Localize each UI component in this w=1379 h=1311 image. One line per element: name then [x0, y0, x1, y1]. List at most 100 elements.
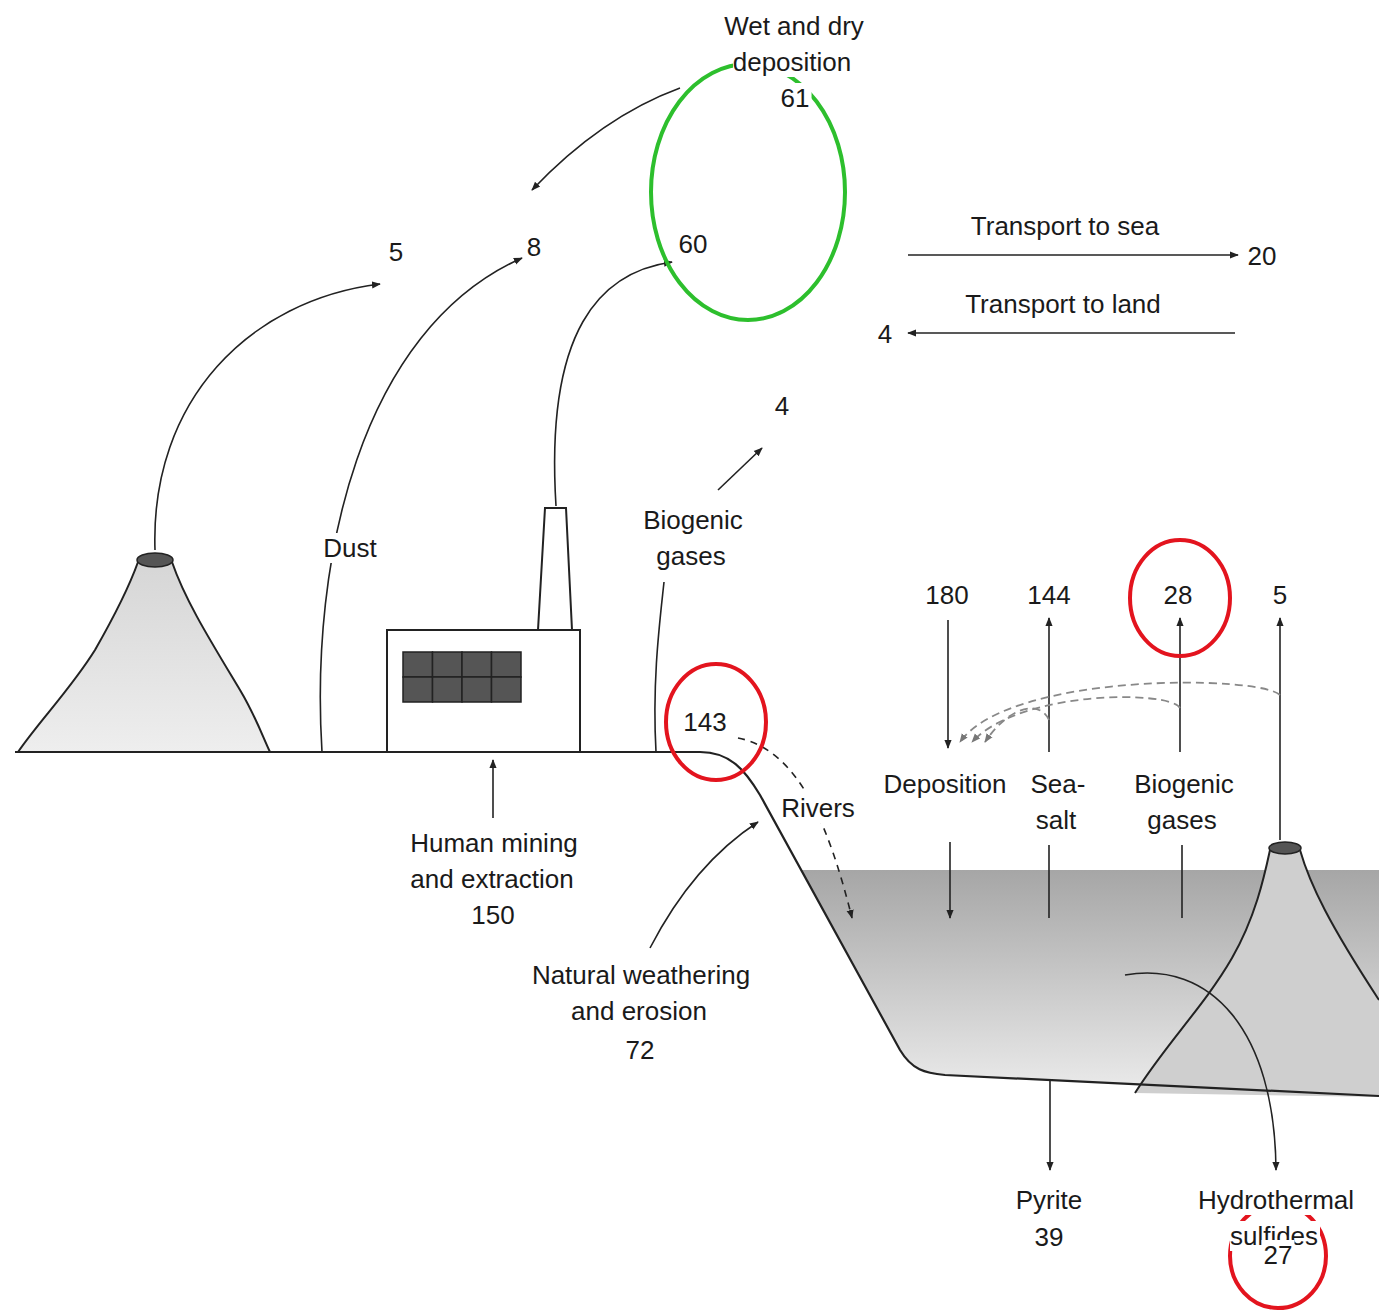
- factory-windows: [403, 652, 521, 702]
- window: [433, 652, 463, 677]
- window: [403, 652, 433, 677]
- window: [492, 652, 522, 677]
- label-text: 5: [1271, 580, 1289, 610]
- flux-label: 28: [1162, 577, 1195, 613]
- window: [492, 677, 522, 702]
- land-volcano: [18, 562, 270, 752]
- dust-arrow: [320, 258, 522, 752]
- window: [433, 677, 463, 702]
- highlight-circle: [1130, 540, 1230, 656]
- window: [403, 677, 433, 702]
- flux-label: Human mining and extraction: [393, 825, 593, 897]
- label-text: 39: [1033, 1222, 1066, 1252]
- ocean-deposition-arrow: [947, 620, 949, 748]
- ground-coast-seafloor: [15, 752, 1379, 1096]
- flux-label: Transport to sea: [969, 208, 1161, 244]
- label-text: Deposition: [882, 769, 1009, 799]
- biogenic-gas-line: [655, 582, 664, 752]
- ocean-biogenic-arrow: [1179, 618, 1181, 752]
- flux-label: 5: [1271, 577, 1289, 613]
- flux-label: 180: [923, 577, 970, 613]
- flux-label: 39: [1033, 1219, 1066, 1255]
- transport-to-sea-arrow: [908, 254, 1238, 256]
- flux-label: 60: [677, 226, 710, 262]
- mining-arrow: [492, 760, 494, 818]
- ocean-biogenic-line: [1181, 845, 1183, 918]
- recycle-arrow: [972, 697, 1180, 742]
- label-text: Transport to sea: [969, 211, 1161, 241]
- flux-label: 4: [876, 316, 894, 352]
- label-text: Wet and dry deposition: [722, 11, 864, 77]
- flux-label: 8: [525, 229, 543, 265]
- label-text: Transport to land: [963, 289, 1163, 319]
- transport-to-land-arrow: [908, 332, 1235, 334]
- flux-label: Rivers: [779, 790, 857, 826]
- volcano-crater: [137, 553, 173, 567]
- label-text: 150: [469, 900, 516, 930]
- flux-label: Biogenic gases: [1118, 766, 1248, 838]
- biogenic-gas-arrow: [718, 448, 762, 490]
- recycle-arrow: [960, 683, 1280, 742]
- label-text: 27: [1262, 1240, 1295, 1270]
- recycle-arrow: [985, 708, 1049, 742]
- label-text: Pyrite: [1014, 1185, 1084, 1215]
- label-text: 4: [773, 391, 791, 421]
- label-text: Biogenic gases: [641, 505, 743, 571]
- pyrite-burial-arrow: [1049, 1080, 1051, 1170]
- label-text: 60: [677, 229, 710, 259]
- volcano-crater: [1269, 842, 1301, 854]
- flux-label: Deposition: [882, 766, 1009, 802]
- flux-label: Sea- salt: [1022, 766, 1092, 838]
- window: [462, 677, 492, 702]
- label-text: Human mining and extraction: [408, 828, 578, 894]
- label-text: 4: [876, 319, 894, 349]
- flux-label: 27: [1262, 1237, 1295, 1273]
- label-text: 8: [525, 232, 543, 262]
- label-text: Rivers: [779, 793, 857, 823]
- label-text: 144: [1025, 580, 1072, 610]
- weathering-arrow: [650, 822, 758, 948]
- ocean-volcanic-arrow: [1279, 618, 1281, 840]
- label-text: 61: [779, 83, 812, 113]
- industrial-emission-arrow: [555, 262, 672, 506]
- flux-label: 4: [773, 388, 791, 424]
- ocean-deposition-arrow: [949, 842, 951, 918]
- highlight-circle: [666, 664, 766, 780]
- flux-label: 150: [469, 897, 516, 933]
- label-text: 20: [1246, 241, 1279, 271]
- highlight-circle: [1230, 1204, 1326, 1308]
- flux-label: Transport to land: [963, 286, 1163, 322]
- label-text: Dust: [321, 533, 378, 563]
- flux-label: Natural weathering and erosion: [520, 957, 760, 1029]
- window: [462, 652, 492, 677]
- river-flux-arrow: [738, 738, 852, 918]
- flux-label: 61: [779, 80, 812, 116]
- flux-label: Biogenic gases: [627, 502, 757, 574]
- flux-label: 143: [681, 704, 728, 740]
- flux-label: Dust: [321, 530, 378, 566]
- factory-chimney: [538, 508, 572, 630]
- flux-label: 72: [624, 1032, 657, 1068]
- label-text: Natural weathering and erosion: [530, 960, 750, 1026]
- flux-label: 5: [387, 234, 405, 270]
- flux-arrows: [155, 88, 1280, 1170]
- flux-label: Pyrite: [1014, 1182, 1084, 1218]
- label-text: Sea- salt: [1029, 769, 1086, 835]
- sea-salt-line: [1048, 845, 1050, 918]
- flux-label: 20: [1246, 238, 1279, 274]
- highlight-ellipse: [651, 64, 845, 320]
- label-text: 143: [681, 707, 728, 737]
- hydrothermal-arrow: [1125, 973, 1276, 1170]
- label-text: 5: [387, 237, 405, 267]
- flux-label: 144: [1025, 577, 1072, 613]
- flux-label: Wet and dry deposition: [708, 8, 878, 80]
- label-text: Biogenic gases: [1132, 769, 1234, 835]
- factory-building: [387, 630, 580, 752]
- recycling-arrows: [960, 683, 1280, 742]
- volcanic-emission-arrow: [155, 284, 380, 550]
- label-text: 28: [1162, 580, 1195, 610]
- label-text: 72: [624, 1035, 657, 1065]
